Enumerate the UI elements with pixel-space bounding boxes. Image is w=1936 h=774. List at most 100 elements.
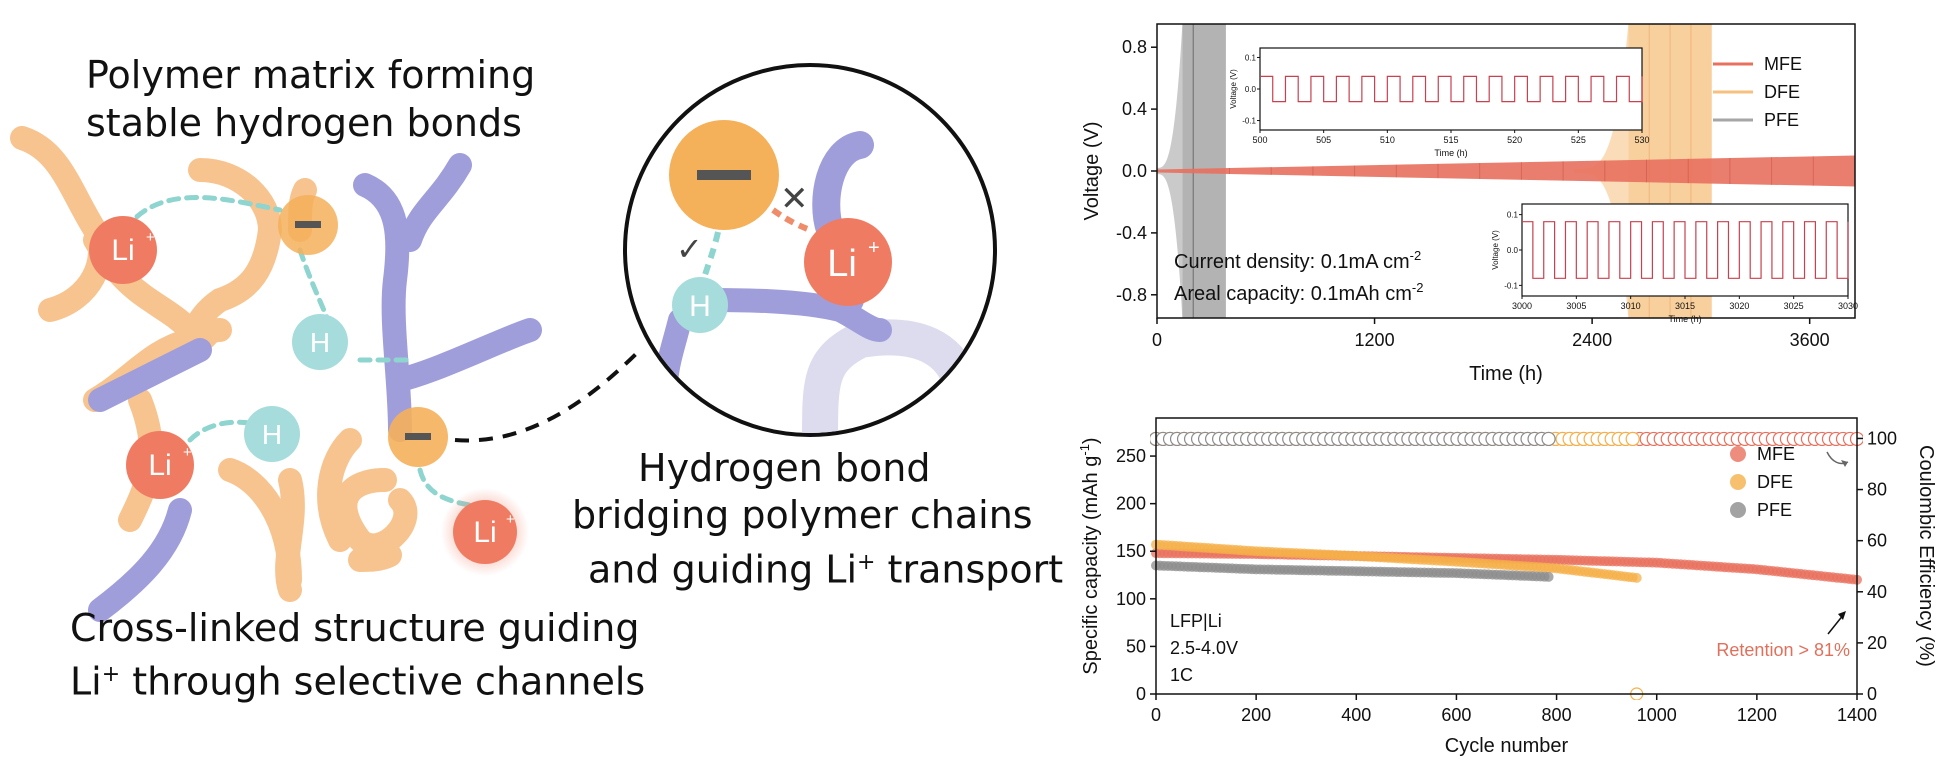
y-tick-label: 0	[1136, 684, 1146, 704]
inset-x-tick-label: 520	[1507, 135, 1522, 145]
mfe-envelope	[1157, 155, 1855, 187]
check-mark-icon: ✓	[676, 231, 703, 267]
caption-line-2: Li+ through selective channels	[70, 659, 646, 704]
legend-marker	[1730, 502, 1746, 518]
x-axis-label: Cycle number	[1445, 735, 1569, 757]
y-axis-label: Voltage (V)	[1081, 122, 1103, 221]
anion	[278, 195, 338, 255]
y-tick-label: -0.4	[1116, 223, 1147, 243]
areal-capacity-sup: -2	[1412, 280, 1424, 295]
legend-label: DFE	[1757, 472, 1793, 492]
inset-x-tick-label: 3030	[1838, 301, 1858, 311]
li-ion-glowing: Li +	[441, 488, 529, 576]
current-density-label: Current density: 0.1mA cm-2	[1174, 248, 1421, 273]
inset-y-tick-label: 0.0	[1507, 246, 1519, 255]
y-axis-label-end: )	[1080, 437, 1102, 444]
title-line-2: stable hydrogen bonds	[86, 101, 522, 145]
y-tick-label: 0.0	[1122, 161, 1147, 181]
x-tick-label: 2400	[1572, 330, 1612, 350]
zoom-li-charge: +	[868, 237, 880, 259]
li-ion-charge: +	[183, 444, 192, 461]
li-ion-charge: +	[146, 229, 155, 246]
legend-label: PFE	[1764, 110, 1799, 130]
blue-polymer-chains	[88, 153, 542, 622]
y-tick-label: 150	[1116, 541, 1146, 561]
ce-point	[1541, 431, 1556, 447]
inset-x-tick-label: 3000	[1512, 301, 1532, 311]
y-tick-label: 50	[1126, 636, 1146, 656]
zoom-li-ion: Li +	[804, 218, 892, 306]
x-axis-label: Time (h)	[1469, 363, 1543, 385]
y-tick-label: 0.4	[1122, 99, 1147, 119]
zoom-anion	[669, 120, 779, 230]
li-ion-charge: +	[506, 511, 515, 528]
plot-area	[1150, 431, 1863, 700]
inset-x-tick-label: 525	[1571, 135, 1586, 145]
li-ion-label: Li	[111, 234, 134, 267]
inset-y-label: Voltage (V)	[1229, 69, 1238, 109]
ce-arrowhead-icon	[1841, 460, 1848, 467]
zoom-connector	[454, 348, 642, 443]
zoom-circle: Li + H ✓ ✕	[623, 63, 997, 437]
hydrogen-label: H	[262, 419, 282, 450]
inset-y-tick-label: -0.1	[1242, 117, 1256, 126]
inset-x-tick-label: 505	[1316, 135, 1331, 145]
y-tick-label: 100	[1116, 589, 1146, 609]
y-tick-label: 0.8	[1122, 37, 1147, 57]
polymer-illustration: Li + Li + Li + H H	[10, 63, 997, 622]
current-density-sup: -2	[1410, 248, 1422, 263]
rate-label: 1C	[1170, 665, 1193, 685]
y-tick-label: 250	[1116, 446, 1146, 466]
inset-x-tick-label: 530	[1634, 135, 1649, 145]
inset-x-tick-label: 3025	[1784, 301, 1804, 311]
retention-arrowhead-icon	[1838, 611, 1846, 620]
inset-x-label: Time (h)	[1434, 148, 1467, 158]
areal-capacity-label: Areal capacity: 0.1mAh cm-2	[1174, 280, 1423, 305]
y2-tick-label: 100	[1867, 428, 1897, 448]
inset-voltage-trace	[1260, 75, 1643, 103]
legend-label: MFE	[1764, 54, 1802, 74]
li-ion-label: Li	[473, 516, 496, 549]
y-tick-label: -0.8	[1116, 285, 1147, 305]
zoom-caption-line-2: bridging polymer chains	[572, 493, 1033, 537]
y2-axis-label: Coulombic Efficiency (%)	[1915, 445, 1936, 667]
voltage-window-label: 2.5-4.0V	[1170, 638, 1238, 658]
x-tick-label: 0	[1151, 705, 1161, 725]
title-line-1: Polymer matrix forming	[86, 53, 536, 97]
inset-x-tick-label: 3010	[1621, 301, 1641, 311]
y-axis-label-sup: -1	[1077, 444, 1092, 456]
inset-x-label: Time (h)	[1668, 314, 1701, 324]
y-axis-label: Specific capacity (mAh g-1)	[1077, 437, 1102, 674]
capacity-point	[1543, 571, 1554, 582]
zoom-repulsion-bond	[771, 207, 812, 233]
cross-mark-icon: ✕	[780, 180, 809, 218]
y2-tick-label: 80	[1867, 480, 1887, 500]
x-tick-label: 1000	[1637, 705, 1677, 725]
caption-line-1: Cross-linked structure guiding	[70, 606, 640, 650]
zoom-caption-line-3: and guiding Li+ transport	[588, 547, 1064, 592]
x-tick-label: 800	[1542, 705, 1572, 725]
inset-x-tick-label: 500	[1252, 135, 1267, 145]
zoom-hydrogen-bond	[701, 231, 721, 279]
y-tick-label: 200	[1116, 494, 1146, 514]
inset-y-tick-label: 0.0	[1245, 85, 1257, 94]
li-ion: Li +	[126, 431, 194, 499]
zoom-hydrogen-label: H	[689, 290, 711, 323]
legend-marker	[1730, 474, 1746, 490]
inset-x-tick-label: 3005	[1566, 301, 1586, 311]
inset-y-tick-label: -0.1	[1504, 281, 1518, 290]
legend-label: MFE	[1757, 444, 1795, 464]
zoom-caption-line-1: Hydrogen bond	[638, 446, 931, 490]
retention-label: Retention > 81%	[1716, 640, 1850, 660]
zoom-hydrogen: H	[672, 277, 728, 333]
x-tick-label: 3600	[1790, 330, 1830, 350]
orange-polymer-chains	[10, 126, 418, 602]
x-tick-label: 1400	[1837, 705, 1877, 725]
inset-y-tick-label: 0.1	[1507, 211, 1519, 220]
x-tick-label: 400	[1341, 705, 1371, 725]
inset-x-tick-label: 3020	[1729, 301, 1749, 311]
x-tick-label: 1200	[1737, 705, 1777, 725]
hydrogen-label: H	[310, 327, 330, 358]
inset-x-tick-label: 510	[1380, 135, 1395, 145]
